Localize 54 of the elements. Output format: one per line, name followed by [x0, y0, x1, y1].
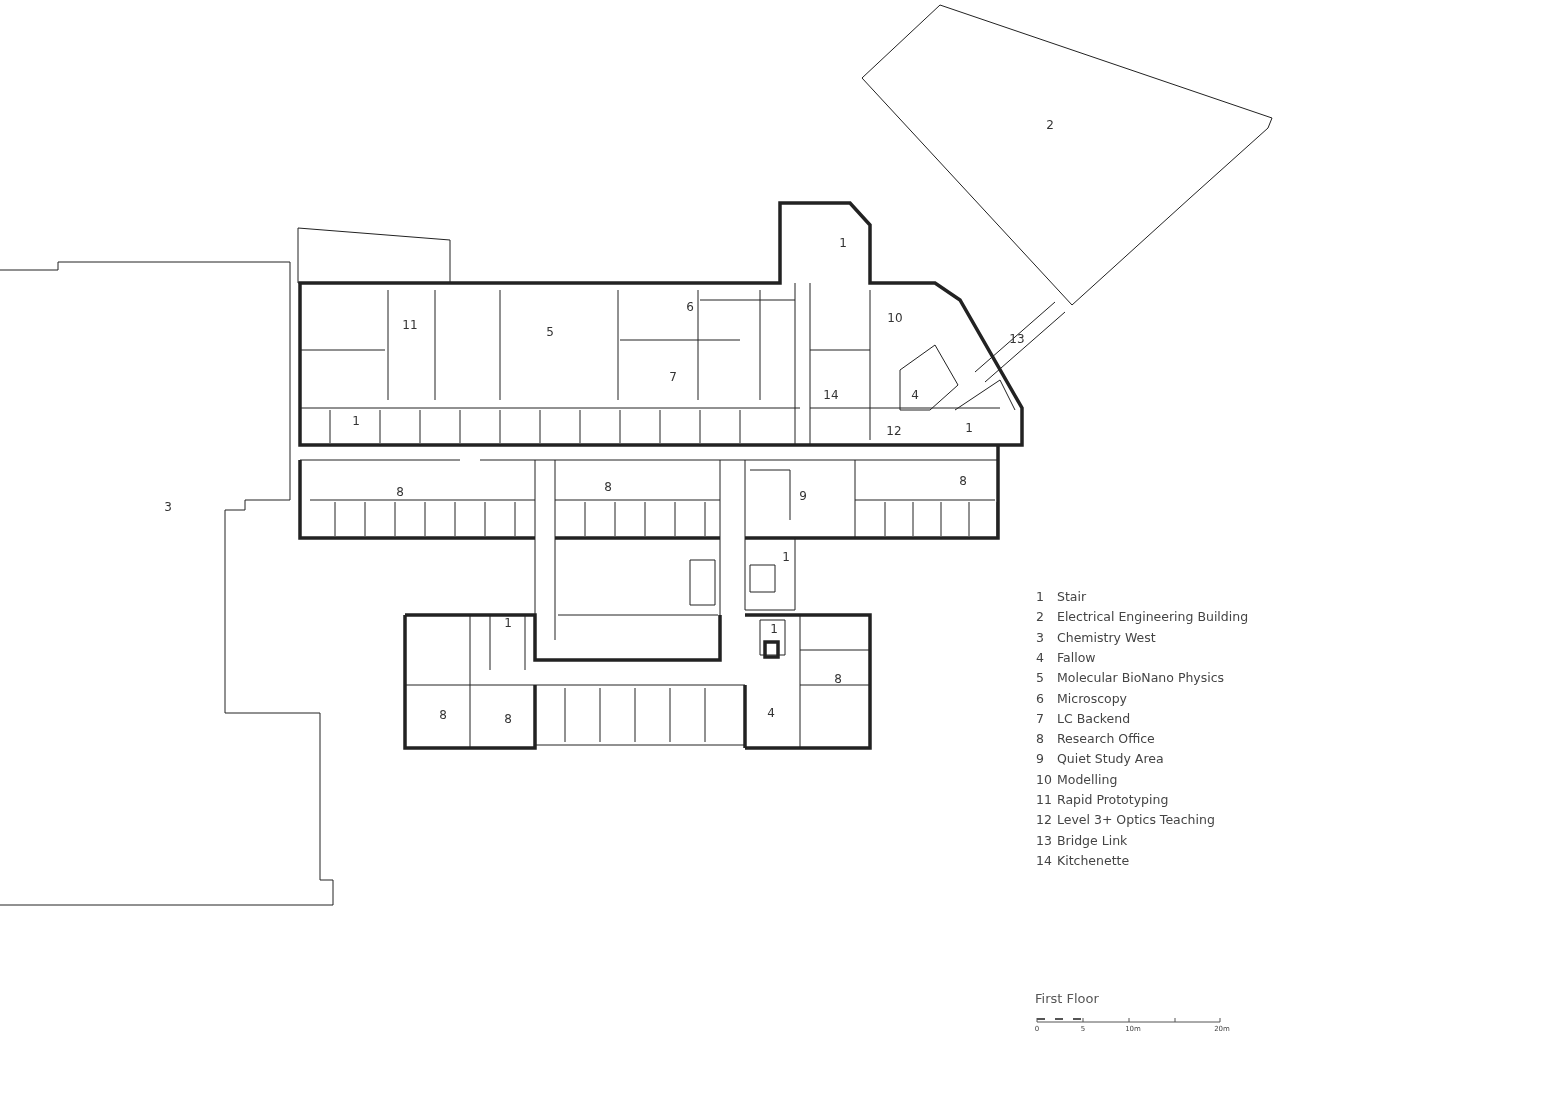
room-number: 3	[164, 500, 172, 514]
key-entry: Quiet Study Area	[1057, 752, 1164, 767]
key-number: 9	[1036, 752, 1044, 767]
room-number: 8	[396, 485, 404, 499]
room-number: 10	[887, 311, 903, 325]
key-entry: Kitchenette	[1057, 853, 1130, 868]
room-number: 14	[823, 388, 839, 402]
key-entry: LC Backend	[1057, 711, 1131, 726]
key-entry: Level 3+ Optics Teaching	[1057, 813, 1215, 828]
key-number: 8	[1036, 732, 1044, 747]
room-number: 4	[767, 706, 775, 720]
room-number: 4	[911, 388, 919, 402]
key-number: 10	[1036, 772, 1052, 787]
key-number: 2	[1036, 610, 1044, 625]
room-number: 1	[770, 622, 778, 636]
key-entry: Microscopy	[1057, 691, 1127, 706]
room-number: 8	[834, 672, 842, 686]
key-number: 14	[1036, 853, 1052, 868]
room-number: 11	[402, 318, 418, 332]
room-number: 12	[886, 424, 902, 438]
room-number: 6	[686, 300, 694, 314]
room-number: 1	[965, 421, 973, 435]
room-number: 1	[352, 414, 360, 428]
key-entry: Stair	[1057, 590, 1087, 604]
room-number: 13	[1009, 332, 1025, 346]
room-number: 8	[504, 712, 512, 726]
room-number: 5	[546, 325, 554, 339]
key-number: 7	[1036, 711, 1044, 726]
room-number: 1	[839, 236, 847, 250]
key-entry: Electrical Engineering Building	[1057, 610, 1249, 625]
drawing-title: First Floor	[1035, 991, 1099, 1006]
room-number: 1	[782, 550, 790, 564]
room-number: 2	[1046, 118, 1054, 132]
key-number: 1	[1036, 590, 1044, 604]
key-entry: Modelling	[1057, 772, 1118, 787]
key-number: 6	[1036, 691, 1044, 706]
key-number: 13	[1036, 833, 1052, 848]
key-number: 5	[1036, 671, 1044, 686]
room-number: 9	[799, 489, 807, 503]
key-entry: Bridge Link	[1057, 833, 1128, 848]
key-entry: Research Office	[1057, 732, 1155, 747]
key-entry: Fallow	[1057, 650, 1096, 665]
key-entry: Molecular BioNano Physics	[1057, 671, 1225, 686]
key-number: 4	[1036, 650, 1044, 665]
key-number: 3	[1036, 630, 1044, 645]
room-number: 8	[959, 474, 967, 488]
key-entry: Chemistry West	[1057, 630, 1156, 645]
key-entry: Rapid Prototyping	[1057, 793, 1169, 807]
room-number: 7	[669, 370, 677, 384]
room-number: 8	[604, 480, 612, 494]
room-number: 8	[439, 708, 447, 722]
room-number: 1	[504, 616, 512, 630]
key-number: 12	[1036, 813, 1052, 828]
key-number: 11	[1036, 793, 1052, 807]
